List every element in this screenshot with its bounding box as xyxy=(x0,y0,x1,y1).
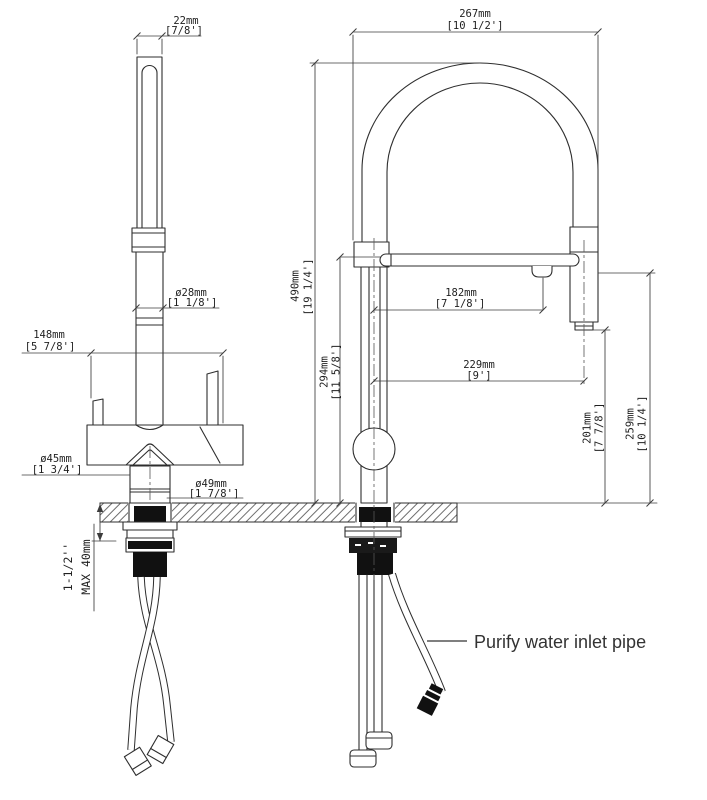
purify-faucet xyxy=(86,56,244,776)
dim-label-total-height-mm: 490mm xyxy=(290,270,302,302)
dimension-labels: 22mm [7/8'] 267mm [10 1/2'] ø28mm [1 1/8… xyxy=(25,8,649,595)
under-counter-mount-left xyxy=(122,521,178,577)
right-handle xyxy=(206,370,219,426)
purify-inlet-hose xyxy=(388,572,446,716)
dim-label-total-height-in: [19 1/4'] xyxy=(303,259,315,316)
purify-annotation: Purify water inlet pipe xyxy=(427,632,646,652)
dim-label-spout-reach-in: [9'] xyxy=(466,370,491,382)
under-counter-hoses-right xyxy=(349,574,393,768)
spout-tube xyxy=(136,56,163,229)
dim-label-outlet-height-mm: 201mm xyxy=(582,412,594,444)
hose-connector-d xyxy=(365,731,393,750)
dim-label-counter-thickness-2: MAX 40mm xyxy=(79,539,93,594)
purify-hose-connector xyxy=(416,683,444,716)
riser-collar xyxy=(131,227,166,253)
nozzle-outlet xyxy=(531,266,553,278)
mounting-nut-left xyxy=(133,552,167,577)
counter-gasket-right xyxy=(359,507,391,522)
hose-connector-c xyxy=(349,749,377,768)
under-counter-mount-right xyxy=(344,521,402,575)
mounting-nut-right xyxy=(357,553,393,575)
dim-label-base-dia-in: [1 7/8'] xyxy=(189,488,240,500)
dim-label-spout-tube-in: [7/8'] xyxy=(165,25,203,37)
dim-label-gooseneck-mm: 267mm xyxy=(459,8,491,20)
dimension-lines xyxy=(21,28,656,612)
hose-connector-b xyxy=(123,746,152,776)
under-counter-hoses-left xyxy=(123,576,175,776)
dim-label-riser-in: [1 1/8'] xyxy=(167,297,218,309)
purify-pipe-label: Purify water inlet pipe xyxy=(474,632,646,652)
gooseneck-outer xyxy=(361,62,599,253)
dim-label-base-dia-mm: ø49mm xyxy=(195,478,227,490)
dim-label-body-dia-in: [1 3/4'] xyxy=(32,464,83,476)
dim-label-spout-tube-mm: 22mm xyxy=(173,15,198,27)
dim-label-body-dia-mm: ø45mm xyxy=(40,453,72,465)
main-faucet xyxy=(344,62,599,768)
counter-gasket-left xyxy=(134,506,166,522)
riser-column xyxy=(135,251,164,426)
dim-label-spout-height-mm: 294mm xyxy=(319,356,331,388)
dim-label-handle-span-in: [5 7/8'] xyxy=(25,341,76,353)
dim-label-head-height-mm: 259mm xyxy=(625,408,637,440)
spout-bar xyxy=(379,253,580,267)
dim-label-counter-thickness-1: 1-1/2'' xyxy=(61,543,75,591)
left-handle xyxy=(92,398,104,426)
dim-label-outlet-height-in: [7 7/8'] xyxy=(594,403,606,454)
dim-label-riser-mm: ø28mm xyxy=(175,287,207,299)
dim-label-spout-height-in: [11 5/8'] xyxy=(331,344,343,401)
centerlines xyxy=(149,238,585,580)
dim-label-nozzle-offset-mm: 182mm xyxy=(445,287,477,299)
dim-label-gooseneck-in: [10 1/2'] xyxy=(447,20,504,32)
dim-label-spout-reach-mm: 229mm xyxy=(463,359,495,371)
dim-label-nozzle-offset-in: [7 1/8'] xyxy=(435,298,486,310)
dim-label-handle-span-mm: 148mm xyxy=(33,329,65,341)
hose-connector-a xyxy=(146,734,175,765)
gooseneck-inner xyxy=(386,82,574,253)
dim-label-head-height-in: [10 1/4'] xyxy=(637,396,649,453)
